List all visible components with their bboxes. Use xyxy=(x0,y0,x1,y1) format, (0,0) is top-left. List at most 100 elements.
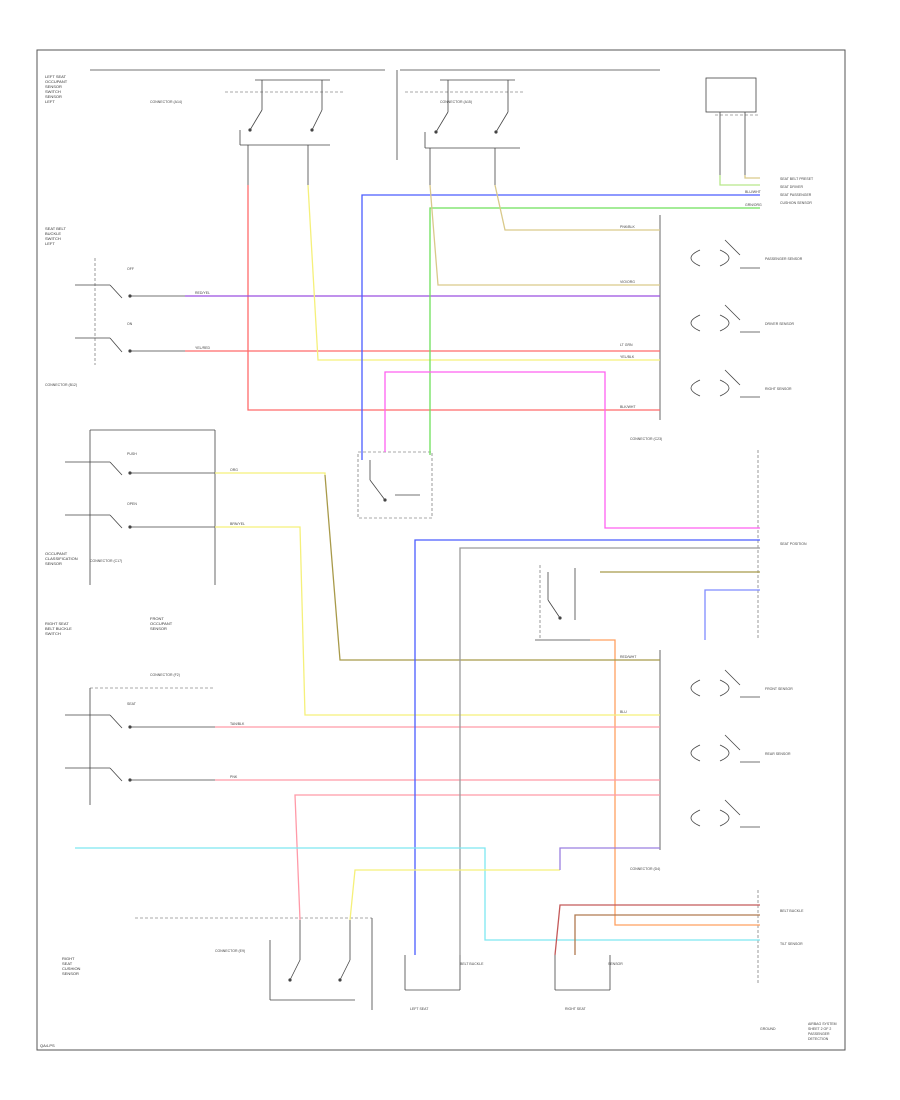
left-component-label: LEFT xyxy=(45,241,55,246)
left-component-label: CUSHION xyxy=(62,966,81,971)
left-component-label: LEFT xyxy=(45,99,55,104)
wire-blue-2 xyxy=(414,539,760,955)
connector-label: CONNECTOR (C17) xyxy=(90,559,122,563)
switch-bottom xyxy=(135,917,373,1010)
wire-brown xyxy=(574,914,760,955)
right-pin-label: SEAT PASSENGER xyxy=(780,193,812,197)
right-pin-label: SEAT BELT PRESET xyxy=(780,177,814,181)
left-component-label: SEAT xyxy=(62,961,73,966)
connector-label: CONNECTOR (F2) xyxy=(150,673,180,677)
bottom-label: SENSOR xyxy=(608,962,623,966)
wire-code-label: RED/YEL xyxy=(195,291,210,295)
wire-magenta xyxy=(384,371,760,529)
switch-position-label: PUSH xyxy=(127,452,137,456)
wire-gray xyxy=(459,547,760,955)
wire-blue-3 xyxy=(704,589,760,640)
wire-code-label: ORG xyxy=(230,468,238,472)
connector-label: CONNECTOR (E9) xyxy=(215,949,245,953)
switch-left-middle xyxy=(65,429,216,585)
wire-code-label: GRN/ORG xyxy=(745,203,762,207)
wire-red-3 xyxy=(554,904,760,956)
wire-code-label: TAN/BLK xyxy=(230,722,245,726)
wire-code-label: VIO/ORG xyxy=(620,280,635,284)
left-component-label: LEFT SEAT xyxy=(45,74,67,79)
footer-code: QA4-PS xyxy=(40,1043,55,1048)
wire-green xyxy=(429,207,760,455)
connector-label: CONNECTOR (A14) xyxy=(150,100,182,104)
switch-group-top-center xyxy=(405,79,525,185)
corner-note: SHEET 2 OF 2 xyxy=(808,1027,831,1031)
bottom-label: BELT BUCKLE xyxy=(460,962,484,966)
wire-code-label: BRN/YEL xyxy=(230,522,245,526)
left-component-label: BUCKLE xyxy=(45,231,61,236)
text-layer: LEFT SEATOCCUPANTSENSORSWITCHSENSORLEFTS… xyxy=(40,74,837,1048)
switch-group-top-left xyxy=(225,79,345,185)
switch-left-upper xyxy=(75,258,185,365)
wire-blue-1 xyxy=(361,194,760,460)
right-pin-label: PASSENGER SENSOR xyxy=(765,257,803,261)
left-component-label: SWITCH xyxy=(45,236,61,241)
left-component-label: OCCUPANT xyxy=(45,551,68,556)
left-component-label: OCCUPANT xyxy=(150,621,173,626)
left-component-label: SWITCH xyxy=(45,631,61,636)
right-pin-label: RIGHT SENSOR xyxy=(765,387,792,391)
switch-position-label: OFF xyxy=(127,267,134,271)
wire-code-label: PNK/BLK xyxy=(620,225,635,229)
right-pin-label: REAR SENSOR xyxy=(765,752,791,756)
right-pin-label: BELT BUCKLE xyxy=(780,909,804,913)
wire-code-label: BLU/WHT xyxy=(745,190,762,194)
wire-code-label: BLK/WHT xyxy=(620,405,636,409)
switch-position-label: OPEN xyxy=(127,502,137,506)
right-pin-label: CUSHION SENSOR xyxy=(780,201,812,205)
wire-olive xyxy=(324,474,660,661)
sensor-group-lower-right xyxy=(690,669,760,828)
wire-lightgreen-top xyxy=(719,175,760,186)
diagram-frame xyxy=(36,49,846,1051)
left-component-label: SENSOR xyxy=(45,94,62,99)
right-pin-label: DRIVER SENSOR xyxy=(765,322,794,326)
wire-tan-2 xyxy=(429,184,660,286)
right-pin-label: FRONT SENSOR xyxy=(765,687,793,691)
right-pin-label: TILT SENSOR xyxy=(780,942,803,946)
wire-purple-2 xyxy=(559,847,660,870)
sensor-group-upper-right xyxy=(690,239,760,398)
switch-position-label: SEAT xyxy=(127,702,137,706)
wire-yellow-4 xyxy=(349,869,560,921)
wire-yellow-2 xyxy=(215,472,326,475)
left-component-label: SENSOR xyxy=(45,561,62,566)
wire-pink-3 xyxy=(294,794,660,921)
left-component-label: RIGHT SEAT xyxy=(45,621,69,626)
wire-orange xyxy=(590,639,760,926)
wire-red-1 xyxy=(247,185,660,411)
connector-label: CONNECTOR (C23) xyxy=(630,437,662,441)
wire-code-label: YEL/RED xyxy=(195,346,210,350)
wire-set xyxy=(75,175,760,956)
bottom-label: RIGHT SEAT xyxy=(565,1007,587,1011)
corner-note: PASSENGER xyxy=(808,1032,830,1036)
corner-note: AIRBAG SYSTEM xyxy=(808,1022,837,1026)
right-pin-label: SEAT DRIVER xyxy=(780,185,803,189)
left-component-label: SENSOR xyxy=(45,84,62,89)
switch-left-lower xyxy=(65,687,215,805)
bottom-label: GROUND xyxy=(760,1027,776,1031)
switch-position-label: ON xyxy=(127,322,133,326)
wire-yellow-3 xyxy=(215,526,660,716)
left-component-label: CLASSIFICATION xyxy=(45,556,78,561)
bottom-label: LEFT SEAT xyxy=(410,1007,429,1011)
left-component-label: SENSOR xyxy=(150,626,167,631)
left-component-label: FRONT xyxy=(150,616,164,621)
left-component-label: OCCUPANT xyxy=(45,79,68,84)
corner-note: DETECTION xyxy=(808,1037,829,1041)
wire-code-label: YEL/BLK xyxy=(620,355,635,359)
left-component-label: RIGHT xyxy=(62,956,75,961)
switch-center-lower xyxy=(535,565,600,641)
wire-code-label: BLU xyxy=(620,710,627,714)
wire-yellow-1 xyxy=(307,184,660,361)
left-component-label: BELT BUCKLE xyxy=(45,626,72,631)
left-component-label: SENSOR xyxy=(62,971,79,976)
wire-tan-top xyxy=(744,175,760,179)
module-top-right xyxy=(705,77,760,175)
left-component-label: SWITCH xyxy=(45,89,61,94)
relay-center xyxy=(357,451,433,519)
